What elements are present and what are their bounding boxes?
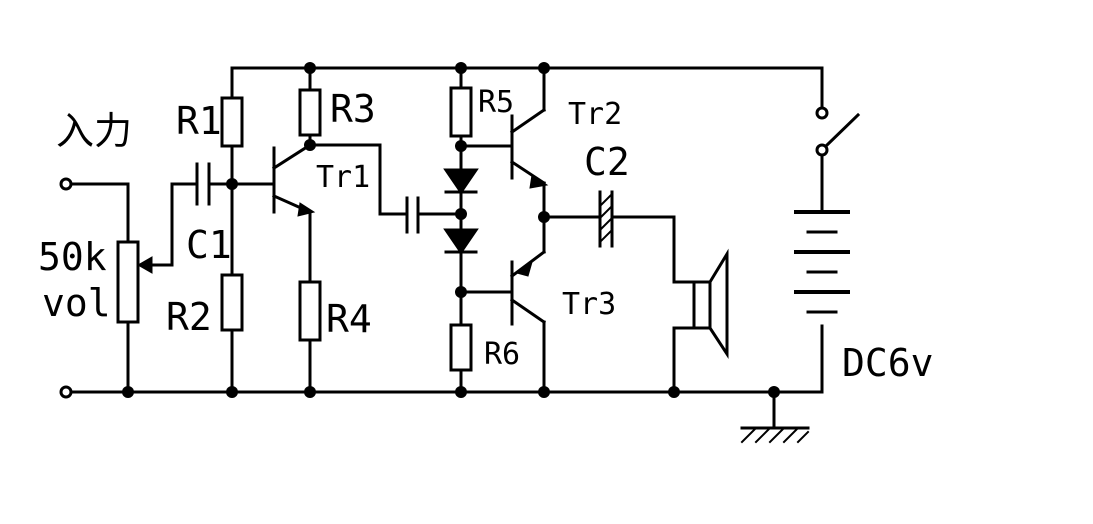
resistor-r1 — [220, 96, 244, 148]
label-tr2: Tr2 — [568, 97, 623, 132]
ground-symbol — [740, 390, 810, 444]
capacitor-c2 — [542, 190, 676, 284]
potentiometer-wiper — [143, 182, 199, 267]
label-tr3: Tr3 — [562, 287, 617, 322]
transistor-tr1 — [271, 133, 316, 284]
label-r2: R2 — [166, 295, 212, 339]
diode-d1 — [443, 168, 479, 195]
bias-column — [443, 66, 479, 394]
label-r6: R6 — [484, 337, 521, 372]
tr1-collector-wire — [308, 143, 406, 216]
label-c1: C1 — [186, 223, 232, 267]
transistor-tr3 — [459, 249, 547, 394]
resistor-r3 — [298, 66, 322, 137]
input-wire — [69, 182, 130, 244]
label-r4: R4 — [326, 297, 372, 341]
label-r5: R5 — [478, 85, 515, 120]
coupling-capacitor — [405, 196, 463, 234]
label-c2: C2 — [584, 140, 630, 184]
resistor-r1-r2 — [220, 66, 244, 394]
label-tr1: Tr1 — [316, 160, 371, 195]
label-power: DC6v — [842, 341, 934, 385]
speaker — [672, 248, 729, 394]
power-switch — [815, 66, 861, 214]
volume-potentiometer — [116, 240, 140, 324]
label-r3: R3 — [330, 87, 376, 131]
label-r1: R1 — [176, 99, 222, 143]
label-input: 入力 — [56, 109, 133, 153]
label-vol-name: vol — [42, 281, 111, 325]
resistor-r4 — [298, 280, 322, 394]
battery — [794, 210, 850, 394]
diode-d2 — [443, 228, 479, 255]
junction-dots — [122, 62, 780, 398]
label-vol-value: 50k — [38, 235, 107, 279]
input-section — [59, 177, 199, 399]
capacitor-c1 — [195, 162, 274, 206]
wiper-arrow — [136, 256, 153, 274]
resistor-r5 — [449, 86, 473, 138]
resistor-r6 — [449, 323, 473, 372]
resistor-r2 — [220, 273, 244, 332]
input-terminal-bottom — [59, 385, 73, 399]
